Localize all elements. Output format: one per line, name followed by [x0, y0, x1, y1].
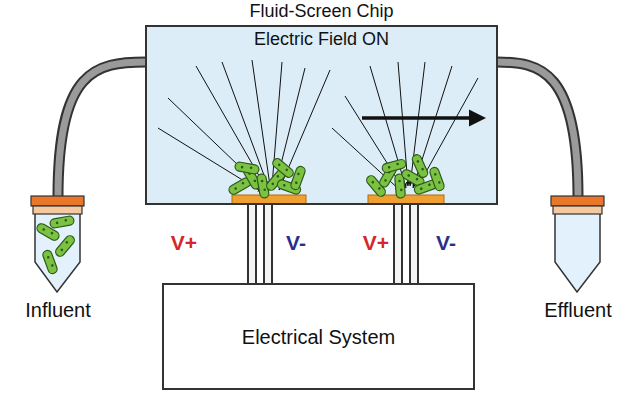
- sample-tube: [551, 196, 604, 292]
- bacterium: [411, 153, 429, 179]
- wire: [252, 204, 253, 284]
- label-holder: Effluent: [544, 299, 611, 322]
- bacterium: [429, 166, 446, 192]
- wire-outline: [409, 204, 419, 284]
- flow-arrow: [362, 116, 472, 120]
- tubing: [58, 62, 578, 197]
- wire-core: [249, 204, 255, 284]
- field-lines: [158, 60, 478, 192]
- wire: [268, 204, 269, 284]
- label-holder: Influent: [25, 299, 91, 322]
- bacterium: [381, 159, 407, 174]
- tube-label: Effluent: [544, 299, 611, 321]
- wire-core: [265, 204, 271, 284]
- wire-core: [395, 204, 401, 284]
- chip-fluid: [145, 25, 498, 205]
- chip-title: Fluid-Screen Chip: [147, 0, 496, 22]
- bacterium: [271, 157, 295, 179]
- field-status-text: Electric Field ON: [147, 28, 496, 50]
- chip-box: Fluid-Screen ChipElectric Field ON: [145, 25, 498, 205]
- sample-tube: [31, 196, 84, 292]
- voltage-label: V+: [171, 231, 197, 254]
- bacterium: [49, 215, 74, 228]
- label-holder: V+: [171, 231, 197, 255]
- label-holder: V-: [286, 231, 306, 255]
- bacterium: [42, 249, 59, 275]
- voltage-label: V+: [363, 231, 389, 254]
- bacterium: [234, 161, 259, 174]
- tube-label: Influent: [25, 299, 91, 321]
- electrical-system-box: Electrical System: [162, 283, 475, 390]
- label-holder: V-: [436, 231, 456, 255]
- bacteria: [35, 153, 445, 275]
- label-holder: V+: [363, 231, 389, 255]
- wire-outline: [247, 204, 257, 284]
- bacterium: [290, 165, 307, 191]
- wire-outline: [263, 204, 273, 284]
- wire-core: [411, 204, 417, 284]
- wire: [414, 204, 415, 284]
- wire: [398, 204, 399, 284]
- bacterium: [54, 234, 76, 258]
- wire-outline: [393, 204, 403, 284]
- electrode: [232, 195, 306, 204]
- box-label: Electrical System: [242, 326, 395, 348]
- voltage-label: V-: [286, 231, 306, 254]
- voltage-label: V-: [436, 231, 456, 254]
